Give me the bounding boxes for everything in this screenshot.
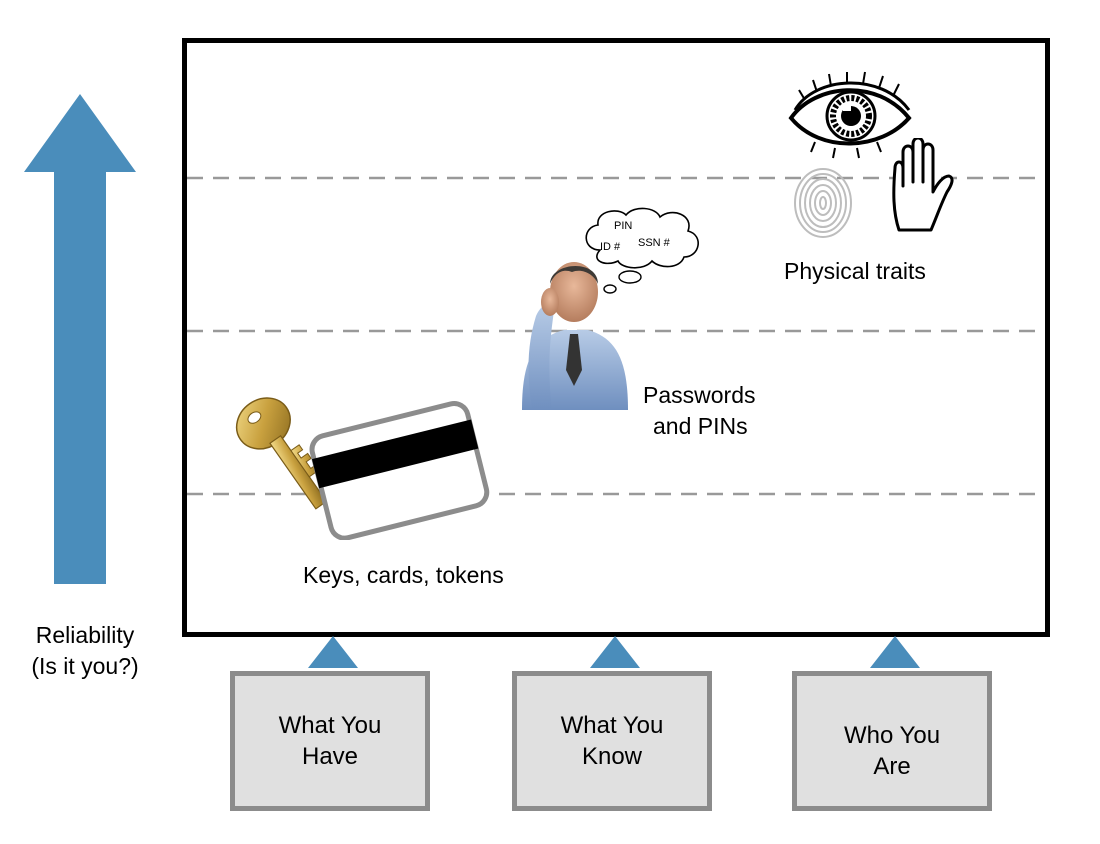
factor-know-line1: What You bbox=[560, 712, 664, 739]
reliability-label: Reliability (Is it you?) bbox=[10, 620, 160, 682]
reliability-arrow bbox=[24, 94, 136, 584]
eye-icon bbox=[788, 71, 912, 159]
key-icon bbox=[235, 397, 328, 510]
reliability-label-line1: Reliability bbox=[35, 622, 135, 648]
category-label-passwords-line2: and PINs bbox=[653, 413, 748, 439]
bubble-id-text: ID # bbox=[600, 241, 621, 253]
factor-are-line1: Who You bbox=[843, 722, 941, 749]
pointer-are bbox=[870, 636, 920, 668]
bubble-pin-text: PIN bbox=[614, 220, 632, 232]
category-label-keys: Keys, cards, tokens bbox=[303, 562, 504, 588]
thought-bubble-icon: PIN ID # SSN # bbox=[585, 207, 699, 294]
fingerprint-icon bbox=[794, 168, 852, 238]
factor-have-line2: Have bbox=[301, 743, 359, 770]
pointer-know bbox=[590, 636, 640, 668]
category-label-passwords-line1: Passwords bbox=[643, 382, 756, 408]
category-label-physical: Physical traits bbox=[784, 258, 926, 284]
bubble-ssn-text: SSN # bbox=[638, 237, 671, 249]
reliability-frame bbox=[182, 38, 1050, 637]
pointer-have bbox=[308, 636, 358, 668]
factor-know-line2: Know bbox=[581, 743, 643, 770]
reliability-label-line2: (Is it you?) bbox=[31, 653, 139, 679]
factor-have-line1: What You bbox=[278, 712, 382, 739]
hand-icon bbox=[892, 138, 954, 232]
category-label-passwords: Passwords and PINs bbox=[643, 380, 755, 442]
magnetic-card-icon bbox=[309, 400, 490, 540]
factor-are-line2: Are bbox=[873, 753, 911, 780]
thinking-man-icon bbox=[522, 262, 628, 410]
